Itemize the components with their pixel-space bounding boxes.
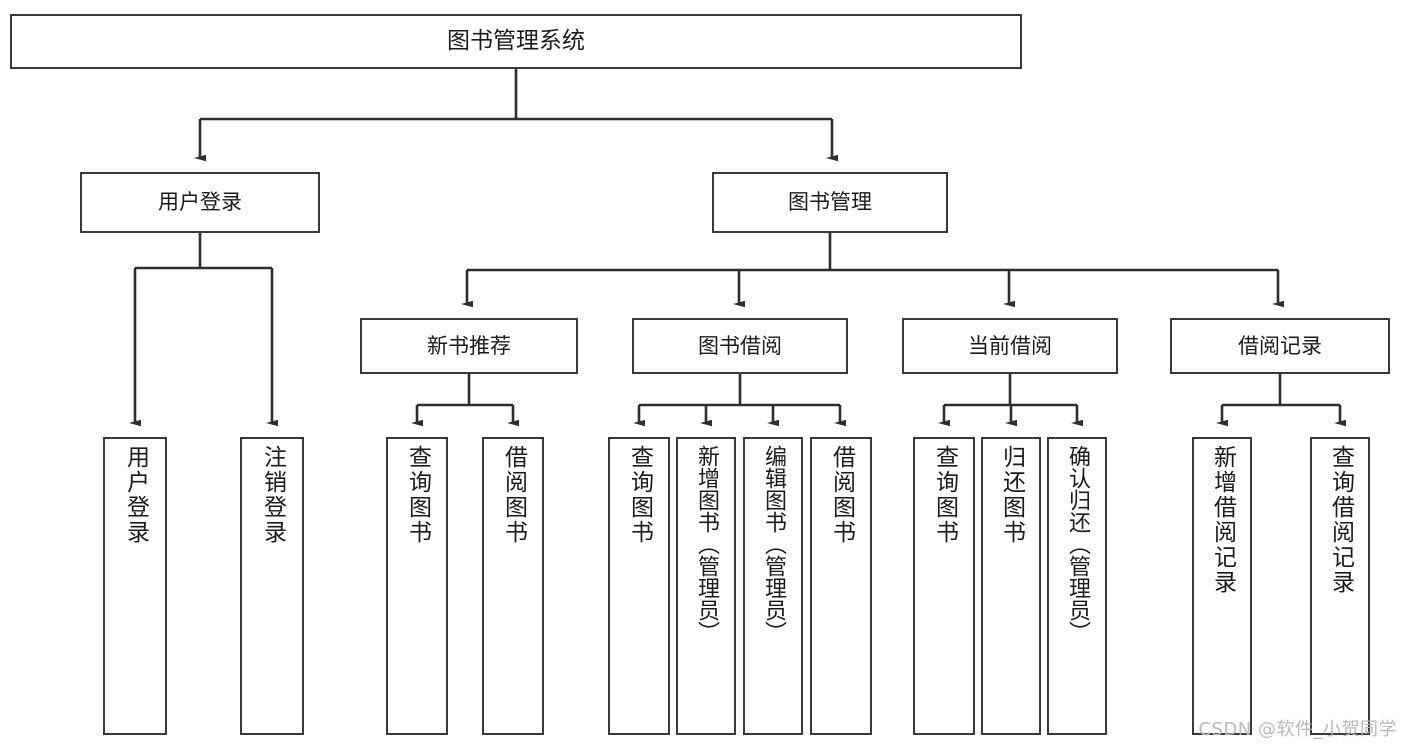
node-label: 新增图书（管理员）	[694, 445, 719, 643]
node-label: 编辑图书（管理员）	[761, 445, 786, 643]
node-label: 归还图书	[998, 445, 1025, 545]
node-book-manage[interactable]: 图书管理	[712, 172, 948, 233]
node-label: 用户登录	[122, 445, 149, 545]
node-label: 图书借阅	[698, 333, 782, 358]
node-leaf-query-borrow-record[interactable]: 查询借阅记录	[1310, 437, 1370, 735]
node-label: 查询图书	[404, 445, 431, 545]
node-leaf-confirm-return-admin[interactable]: 确认归还（管理员）	[1047, 437, 1107, 735]
node-label: 注销登录	[259, 445, 286, 545]
node-label: 图书管理系统	[447, 28, 585, 55]
watermark: CSDN @软件_小贺同学	[1198, 719, 1397, 740]
node-root-system[interactable]: 图书管理系统	[10, 14, 1022, 69]
node-leaf-query-book-1[interactable]: 查询图书	[386, 437, 448, 735]
node-current-borrow[interactable]: 当前借阅	[902, 318, 1118, 374]
node-label: 借阅图书	[828, 445, 855, 545]
node-label: 借阅图书	[500, 445, 527, 545]
node-leaf-user-login[interactable]: 用户登录	[103, 437, 167, 735]
node-borrow-record[interactable]: 借阅记录	[1170, 318, 1390, 374]
node-label: 用户登录	[158, 190, 242, 215]
node-leaf-user-logout[interactable]: 注销登录	[240, 437, 304, 735]
node-label: 确认归还（管理员）	[1065, 445, 1090, 643]
node-label: 新书推荐	[427, 333, 511, 358]
node-label: 当前借阅	[968, 333, 1052, 358]
node-leaf-borrow-book-1[interactable]: 借阅图书	[482, 437, 544, 735]
node-leaf-borrow-book-2[interactable]: 借阅图书	[810, 437, 872, 735]
node-label: 查询借阅记录	[1327, 445, 1354, 595]
node-label: 查询图书	[626, 445, 653, 545]
node-label: 查询图书	[931, 445, 958, 545]
node-new-book-recommend[interactable]: 新书推荐	[360, 318, 578, 374]
node-label: 图书管理	[788, 190, 872, 215]
node-leaf-add-book-admin[interactable]: 新增图书（管理员）	[676, 437, 736, 735]
node-book-borrow[interactable]: 图书借阅	[632, 318, 848, 374]
node-leaf-return-book[interactable]: 归还图书	[981, 437, 1041, 735]
node-leaf-query-book-2[interactable]: 查询图书	[608, 437, 670, 735]
node-leaf-add-borrow-record[interactable]: 新增借阅记录	[1192, 437, 1252, 735]
node-label: 借阅记录	[1238, 333, 1322, 358]
node-label: 新增借阅记录	[1209, 445, 1236, 595]
node-leaf-edit-book-admin[interactable]: 编辑图书（管理员）	[743, 437, 803, 735]
node-leaf-query-book-3[interactable]: 查询图书	[913, 437, 975, 735]
node-user-login[interactable]: 用户登录	[80, 172, 320, 233]
